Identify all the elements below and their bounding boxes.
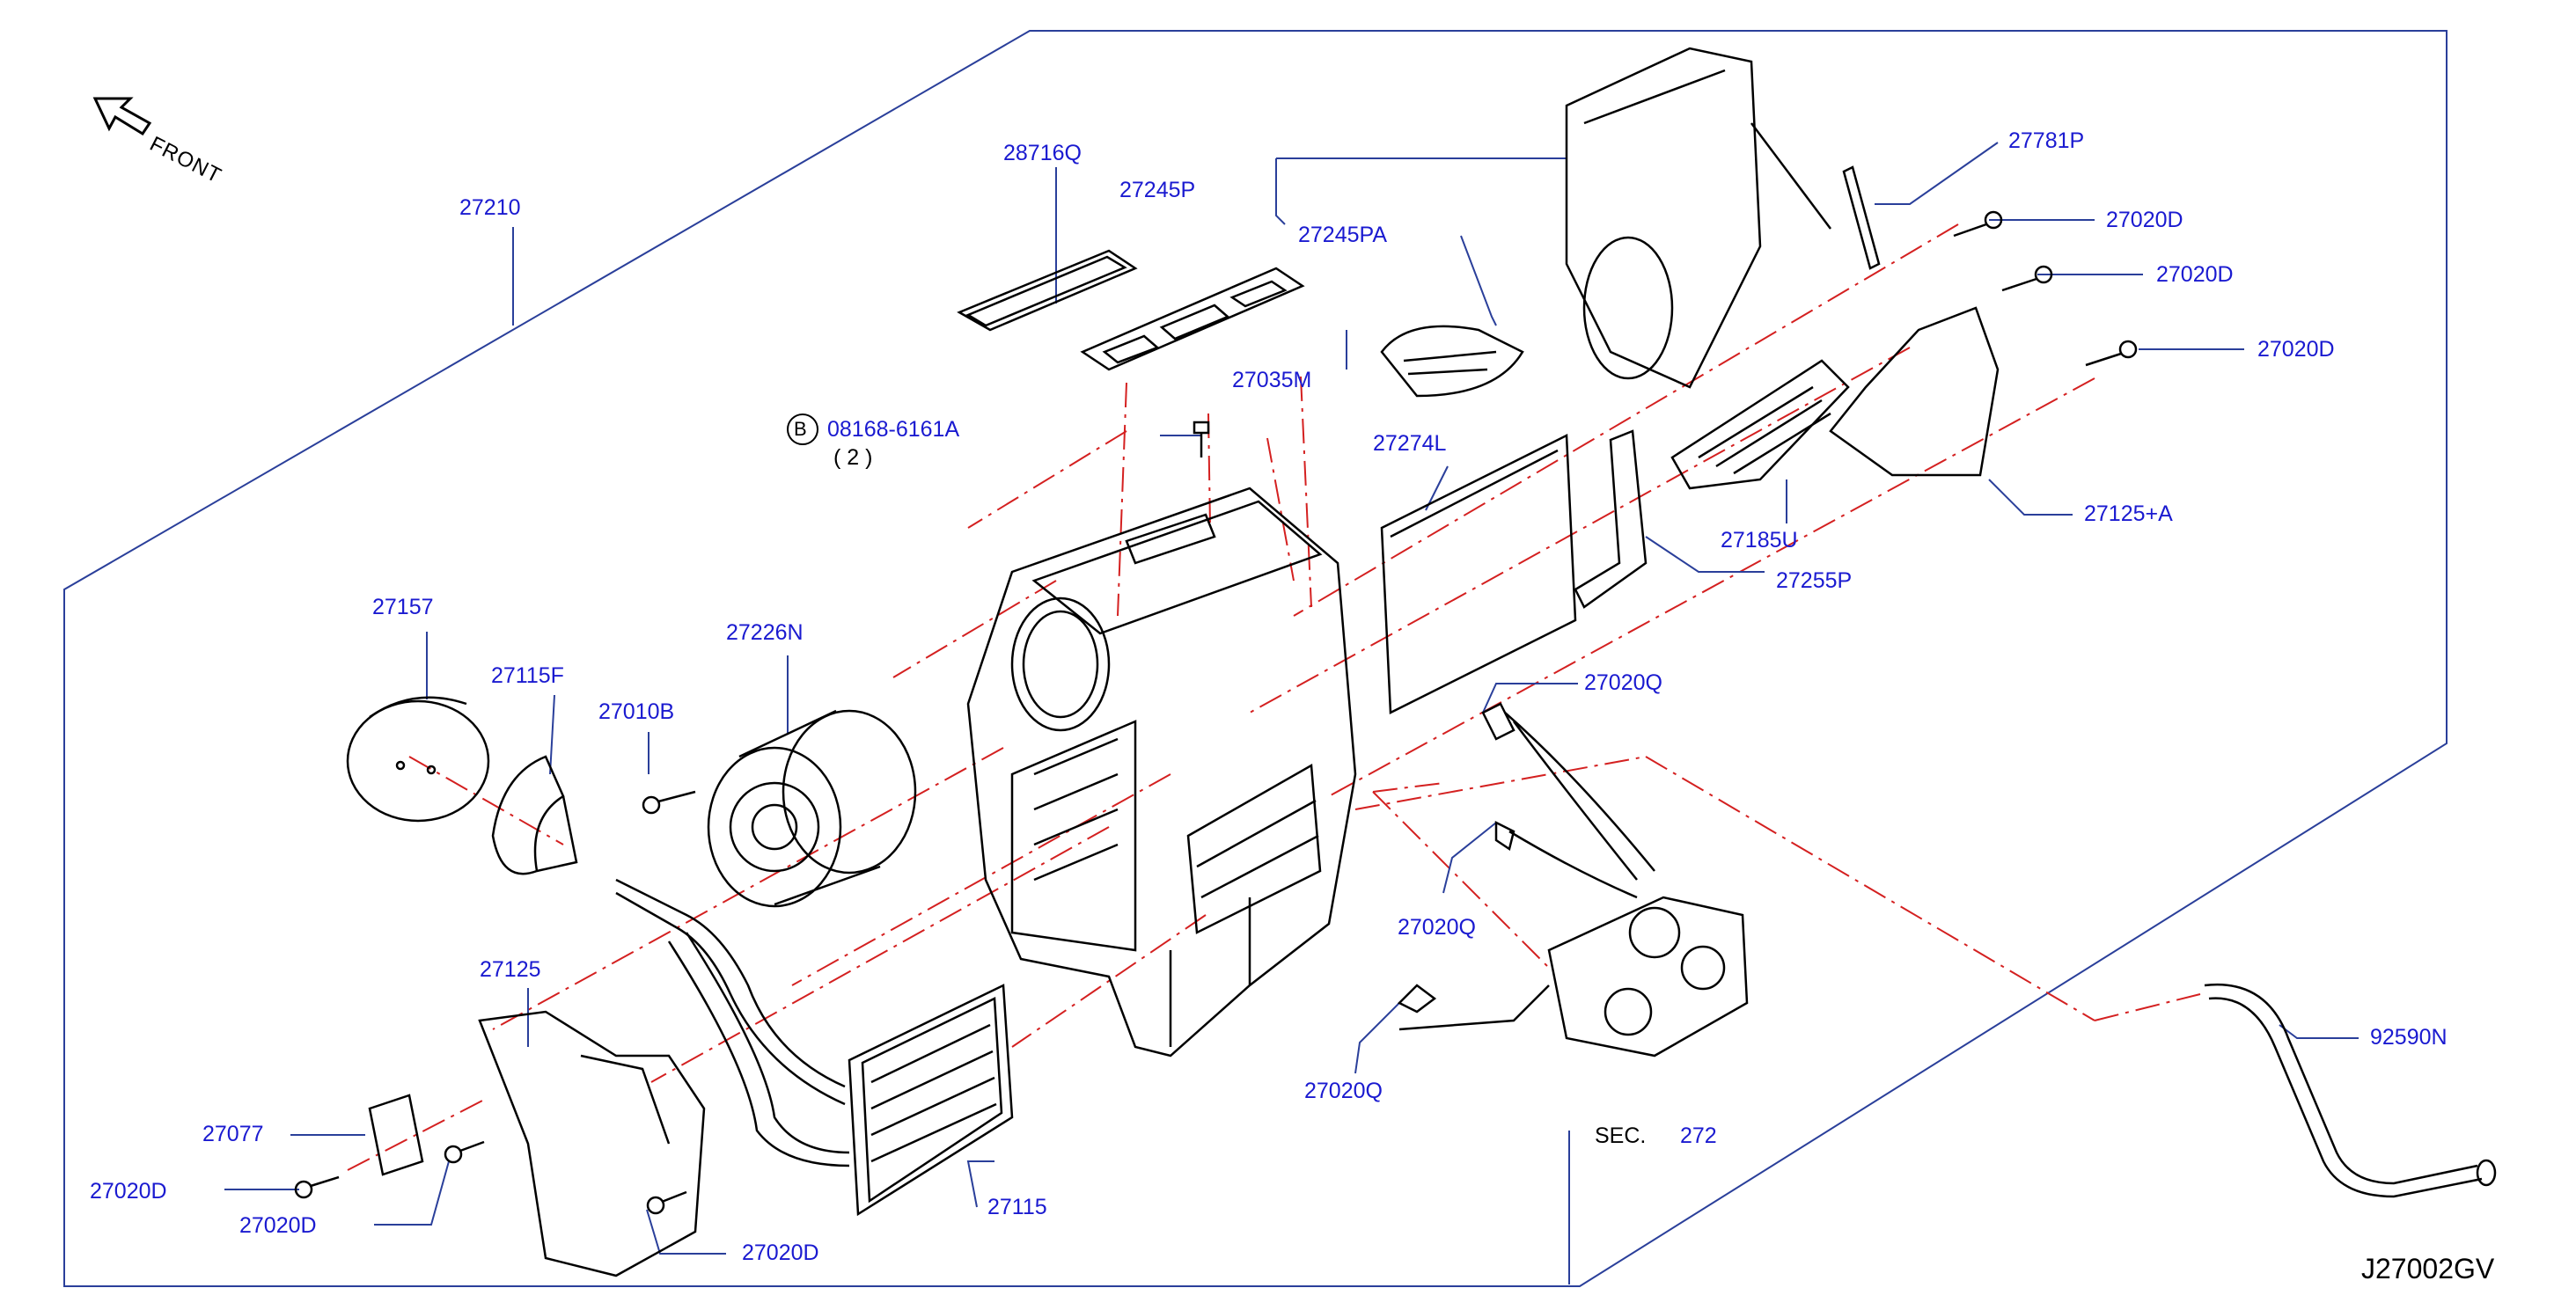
label-27020Q-b: 27020Q — [1398, 915, 1476, 940]
label-27010B: 27010B — [598, 699, 675, 724]
label-27020D-f: 27020D — [742, 1240, 819, 1265]
label-92590N: 92590N — [2370, 1025, 2448, 1050]
screw-part-27010B — [642, 790, 696, 815]
drawing-code: J27002GV — [2361, 1253, 2495, 1284]
label-27125A: 27125+A — [2084, 501, 2173, 526]
label-27020D-d: 27020D — [90, 1179, 167, 1204]
label-27035M: 27035M — [1232, 368, 1312, 392]
label-27226N: 27226N — [726, 620, 804, 645]
label-27020D-c: 27020D — [2257, 337, 2335, 362]
leader-lines — [224, 142, 2359, 1284]
side-duct-part — [1829, 306, 2000, 477]
label-28716Q: 28716Q — [1003, 141, 1082, 165]
assembly-boundary — [63, 30, 2448, 1287]
control-head-part — [1547, 896, 1749, 1058]
screw-parts-right — [1953, 210, 2138, 367]
label-27245P: 27245P — [1119, 178, 1196, 202]
label-27125: 27125 — [480, 957, 541, 982]
cabin-filter-part — [1380, 434, 1577, 714]
callout-symbol: B — [794, 418, 807, 440]
label-27245PA: 27245PA — [1298, 223, 1388, 247]
foam-strip-part — [1574, 429, 1648, 609]
bolt-callout-qty: ( 2 ) — [833, 445, 873, 470]
blower-case-part — [478, 1010, 706, 1277]
shroud-part — [491, 755, 578, 875]
blower-motor-part — [707, 709, 917, 908]
heater-core-part — [848, 984, 1014, 1217]
label-27020D-b: 27020D — [2156, 262, 2234, 287]
intake-grille-part — [1380, 325, 1524, 398]
hvac-housing-part — [966, 487, 1357, 1058]
section-prefix: SEC. — [1595, 1123, 1647, 1148]
label-27020D-e: 27020D — [239, 1213, 317, 1238]
label-27077: 27077 — [202, 1122, 264, 1146]
bolt-part-08168 — [1193, 421, 1210, 457]
label-27157: 27157 — [372, 595, 434, 619]
label-27255P: 27255P — [1776, 568, 1853, 593]
label-27781P: 27781P — [2008, 128, 2085, 153]
section-number: 272 — [1680, 1123, 1717, 1148]
label-27115F: 27115F — [491, 663, 564, 688]
callout-circle-b — [787, 413, 818, 445]
label-27185U: 27185U — [1721, 528, 1798, 553]
motor-cover-part — [346, 696, 490, 823]
label-27020D-a: 27020D — [2106, 208, 2183, 232]
heater-pipe-part — [615, 878, 850, 1167]
label-27115: 27115 — [987, 1195, 1047, 1219]
label-27274L: 27274L — [1373, 431, 1447, 456]
label-27210: 27210 — [459, 195, 521, 220]
bolt-callout-part: 08168-6161A — [827, 417, 960, 442]
filter-frame-parts — [957, 249, 1305, 371]
front-arrow-icon — [92, 97, 152, 136]
vent-grille-part — [1670, 359, 1850, 490]
label-27020Q-c: 27020Q — [1304, 1079, 1383, 1103]
resistor-part — [368, 1094, 424, 1176]
label-27020Q-a: 27020Q — [1584, 670, 1662, 695]
control-cable-parts — [1397, 702, 1655, 1031]
reference-lines — [347, 223, 2201, 1171]
drain-hose-part — [2204, 983, 2497, 1198]
seal-strip-part — [1842, 165, 1881, 270]
screw-parts-left — [294, 1140, 687, 1215]
upper-intake-duct-part — [1565, 47, 1831, 389]
